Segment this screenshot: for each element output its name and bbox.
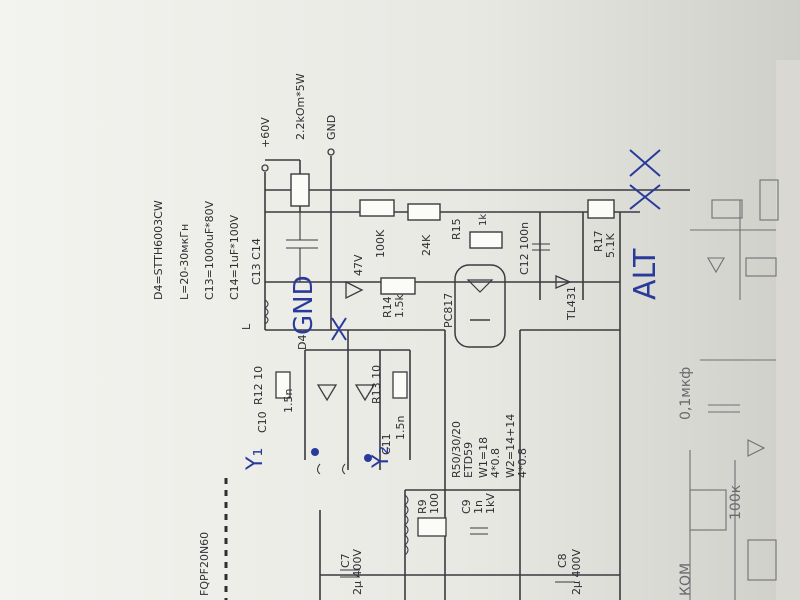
note-c13: C13=1000uF*80V	[203, 200, 216, 300]
capacitor-c9-voltage: 1kV	[484, 493, 497, 514]
diode-d4a-icon	[316, 384, 338, 402]
resistor-r9	[417, 517, 447, 537]
optocoupler-label: PC817	[442, 293, 455, 328]
capacitor-c12	[532, 243, 550, 251]
note-d4: D4=STTH6003CW	[152, 200, 165, 300]
inductor-label: L	[240, 323, 253, 330]
resistor-r14	[380, 277, 416, 295]
handwriting-y2: Y₂	[369, 446, 394, 469]
capacitor-c13-c14	[286, 212, 318, 282]
handwriting-alt: ALT	[628, 248, 663, 300]
resistor-r15-name: R15	[450, 218, 463, 240]
handwriting-y1: Y₁	[243, 448, 268, 471]
rail-plus60-label: +60V	[259, 117, 272, 148]
resistor-24k	[407, 203, 441, 221]
capacitor-c10-name: C10	[256, 411, 269, 433]
handwriting-dot-1	[311, 448, 319, 456]
resistor-r9-name: R9	[416, 499, 429, 514]
pencil-note-1: 0,1мкф	[678, 367, 694, 420]
handwriting-dot-2	[364, 454, 372, 462]
capacitor-c9-name: C9	[460, 499, 473, 514]
pencil-note-2: 100к	[728, 485, 744, 520]
note-c14: C14=1uF*100V	[228, 214, 241, 300]
resistor-r14-name: R14	[381, 296, 394, 318]
capacitor-c9	[470, 527, 488, 535]
capacitor-c12-label: C12 100n	[518, 222, 531, 275]
capacitor-c8	[555, 574, 575, 583]
transformer-w1-wire: 4*0.8	[489, 448, 502, 478]
capacitor-c8-name: C8	[556, 553, 569, 568]
handwriting-gnd: GND	[289, 275, 319, 335]
diode-d4b-icon	[354, 384, 376, 402]
pencil-note-3: КОМ	[678, 563, 694, 596]
inductor-icon	[264, 299, 269, 325]
capacitor-c9-value: 1n	[472, 500, 485, 514]
capacitor-c7-name: C7	[339, 553, 352, 568]
terminal-plus60	[261, 164, 269, 172]
capacitor-c7-value: 2µ 400V	[351, 549, 364, 595]
resistor-r15-value: 1k	[478, 214, 489, 226]
transformer-core-1: R50/30/20	[450, 421, 463, 478]
resistor-r13-label: R13 10	[370, 365, 383, 404]
resistor-r17	[587, 199, 615, 219]
handwriting-cross	[331, 317, 347, 341]
transformer-w1: W1=18	[477, 437, 490, 478]
capacitor-c13-c14-label: C13 C14	[250, 238, 263, 285]
resistor-load	[290, 173, 310, 207]
transformer-winding-2-icon	[316, 463, 346, 475]
tl431-label: TL431	[565, 286, 578, 321]
zener-diode	[345, 280, 364, 300]
resistor-r9-value: 100	[428, 493, 441, 514]
mosfet-label: FQPF20N60	[198, 532, 211, 596]
diode-d4-label: D4	[296, 335, 309, 350]
resistor-r15	[469, 231, 503, 249]
resistor-load-label: 2.2kOm*5W	[294, 73, 307, 140]
resistor-24k-label: 24K	[420, 234, 433, 256]
resistor-r14-value: 1.5k	[393, 294, 406, 318]
optocoupler-pc817	[454, 264, 506, 348]
capacitor-c11-value: 1.5n	[394, 416, 407, 440]
capacitor-c10-value: 1.5n	[282, 389, 295, 413]
transformer-w2-wire: 4*0.8	[516, 448, 529, 478]
tl431-icon	[555, 275, 572, 289]
rail-gnd-label: GND	[325, 115, 338, 140]
capacitor-c7	[340, 569, 360, 578]
handwriting-marks-x	[629, 149, 661, 210]
resistor-r17-value: 5.1K	[604, 233, 617, 258]
resistor-r17-name: R17	[592, 230, 605, 252]
transformer-w2: W2=14+14	[504, 414, 517, 478]
opto-led-icon	[466, 279, 494, 293]
capacitor-c11-name: C11	[380, 433, 393, 455]
capacitor-c8-value: 2µ 400V	[570, 549, 583, 595]
transformer-winding-icon	[404, 494, 409, 556]
note-inductor: L=20-30мкГн	[178, 224, 191, 300]
resistor-r12	[275, 371, 291, 399]
transformer-core-2: ETD59	[462, 442, 475, 478]
resistor-r12-label: R12 10	[252, 366, 265, 405]
resistor-100k	[359, 199, 395, 217]
resistor-100k-label: 100K	[374, 229, 387, 258]
wiring	[264, 156, 690, 600]
resistor-r13	[392, 371, 408, 399]
zener-label: 47V	[352, 254, 365, 276]
terminal-gnd	[327, 148, 335, 156]
pencil-sketch	[689, 179, 779, 600]
second-sheet-edge	[776, 60, 800, 600]
